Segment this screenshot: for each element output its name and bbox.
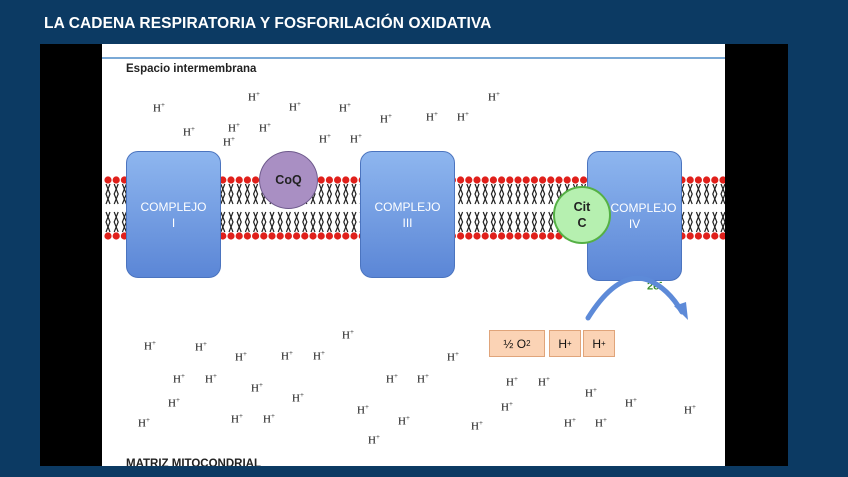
proton-label: H+ — [289, 100, 301, 114]
proton-label: H+ — [595, 416, 607, 430]
proton-label: H+ — [248, 90, 260, 104]
proton-label: H+ — [368, 433, 380, 447]
proton-label: H+ — [168, 396, 180, 410]
proton-label: H+ — [357, 403, 369, 417]
proton-label: H+ — [380, 112, 392, 126]
complex-iv-number: IV — [628, 217, 641, 231]
proton-label: H+ — [263, 412, 275, 426]
proton-label: H+ — [195, 340, 207, 354]
proton-label: H+ — [223, 135, 235, 149]
proton-label: H+ — [313, 349, 325, 363]
proton-label: H+ — [457, 110, 469, 124]
proton-label: H+ — [153, 101, 165, 115]
proton-label: H+ — [625, 396, 637, 410]
complex-i-number: I — [171, 215, 176, 230]
proton-label: H+ — [205, 372, 217, 386]
complex-i: COMPLEJO I — [126, 151, 221, 278]
proton-label: H+ — [235, 350, 247, 364]
proton-label: H+ — [281, 349, 293, 363]
proton-label: H+ — [319, 132, 331, 146]
coenzyme-q: CoQ — [259, 151, 318, 209]
proton-label: H+ — [426, 110, 438, 124]
proton-label: H+ — [417, 372, 429, 386]
proton-label: H+ — [398, 414, 410, 428]
complex-iv-label: COMPLEJO — [610, 201, 677, 215]
slide-canvas: Espacio intermembrana MATRIZ MITOCONDRIA… — [102, 44, 725, 466]
cytochrome-c: Cit C — [553, 186, 611, 244]
proton-label: H+ — [138, 416, 150, 430]
proton-label: H+ — [173, 372, 185, 386]
proton-label: H+ — [447, 350, 459, 364]
proton-label: H+ — [538, 375, 550, 389]
mitochondrial-matrix-label: MATRIZ MITOCONDRIAL — [126, 458, 262, 466]
page-title: LA CADENA RESPIRATORIA Y FOSFORILACIÓN O… — [44, 15, 492, 32]
proton-label: H+ — [339, 101, 351, 115]
proton-label: H+ — [183, 125, 195, 139]
proton-label: H+ — [501, 400, 513, 414]
citc-label-line1: Cit — [573, 200, 591, 214]
proton-label: H+ — [228, 121, 240, 135]
citc-label-line2: C — [577, 216, 587, 230]
proton-label: H+ — [564, 416, 576, 430]
proton-label: H+ — [350, 132, 362, 146]
slide-frame: Espacio intermembrana MATRIZ MITOCONDRIA… — [40, 44, 788, 466]
curved-arrow-icon — [585, 275, 688, 321]
coq-label: CoQ — [275, 173, 302, 187]
reaction-proton-box-2: H+ — [583, 330, 615, 357]
proton-label: H+ — [292, 391, 304, 405]
intermembrane-space-label: Espacio intermembrana — [126, 63, 257, 75]
proton-label: H+ — [585, 386, 597, 400]
proton-label: H+ — [506, 375, 518, 389]
reaction-proton-box-1: H+ — [549, 330, 581, 357]
proton-label: H+ — [144, 339, 156, 353]
complex-iii: COMPLEJO III — [360, 151, 455, 278]
proton-label: H+ — [342, 328, 354, 342]
complex-iii-number: III — [402, 215, 413, 230]
proton-label: H+ — [231, 412, 243, 426]
complex-iii-label: COMPLEJO — [374, 199, 441, 214]
proton-label: H+ — [684, 403, 696, 417]
proton-label: H+ — [251, 381, 263, 395]
proton-label: H+ — [386, 372, 398, 386]
top-rule — [102, 57, 725, 59]
complex-i-label: COMPLEJO — [140, 199, 207, 214]
proton-label: H+ — [259, 121, 271, 135]
proton-label: H+ — [471, 419, 483, 433]
proton-label: H+ — [488, 90, 500, 104]
